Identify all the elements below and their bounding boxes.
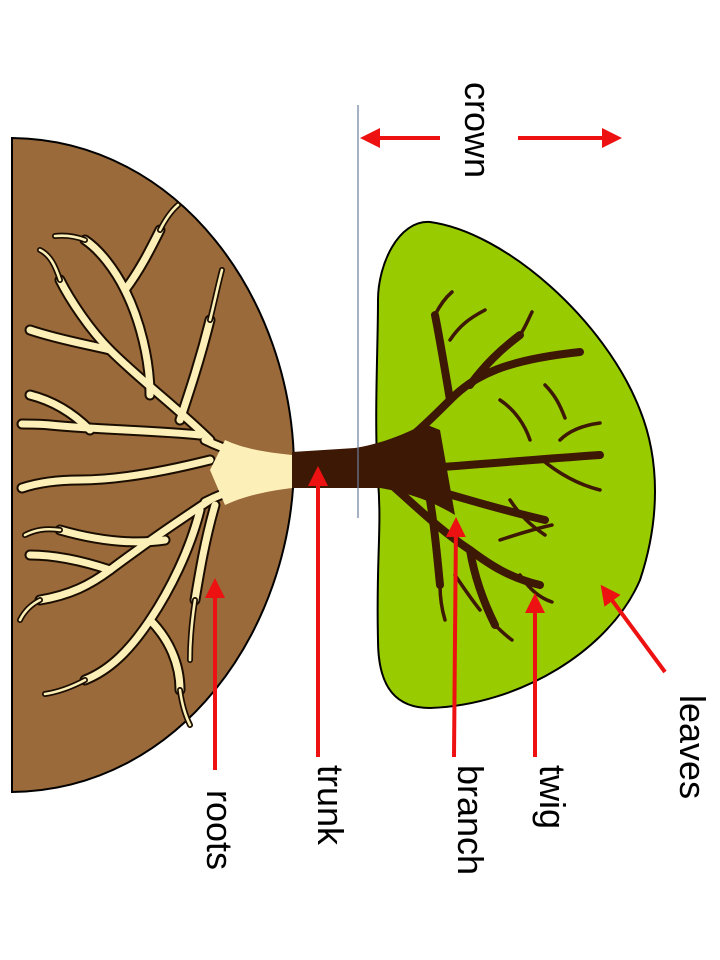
- leaves-arrow: [600, 584, 667, 674]
- branches: [376, 311, 604, 629]
- label-crown: crown: [457, 82, 498, 178]
- label-twig: twig: [532, 765, 573, 829]
- trunk: [292, 424, 455, 515]
- label-trunk: trunk: [310, 765, 351, 846]
- twigs: [433, 290, 602, 642]
- label-leaves: leaves: [672, 695, 713, 799]
- root-base: [210, 440, 292, 505]
- label-branch: branch: [450, 765, 491, 875]
- roots-system: [16, 202, 298, 728]
- branch-arrow: [445, 517, 466, 758]
- label-roots: roots: [199, 790, 240, 870]
